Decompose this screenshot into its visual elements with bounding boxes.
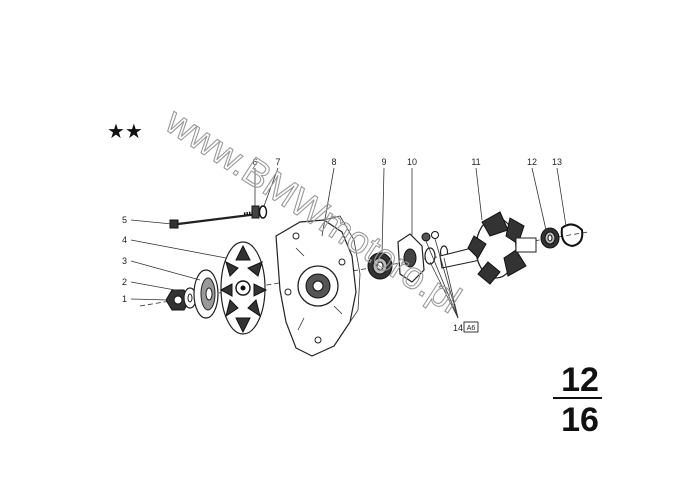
callout-4: 4 <box>122 235 127 245</box>
leader-lines <box>130 167 567 319</box>
part-11-rotor <box>439 211 537 285</box>
page-number-top: 12 <box>561 361 599 399</box>
callout-6: 6 <box>252 157 257 167</box>
callout-labels: 1 2 3 4 5 6 7 8 9 10 11 12 13 14 <box>122 157 562 333</box>
part-5-through-bolt <box>169 210 259 229</box>
part-4-fan <box>219 241 268 335</box>
part-2-washer <box>183 287 197 309</box>
callout-10: 10 <box>407 157 417 167</box>
callout-2: 2 <box>122 277 127 287</box>
callout-7: 7 <box>275 157 280 167</box>
page-number: 12 16 <box>553 361 602 439</box>
callout-11: 11 <box>471 157 480 167</box>
callout-9: 9 <box>381 157 386 167</box>
part-12-bearing <box>540 227 560 249</box>
callout-3: 3 <box>122 256 127 266</box>
part-7-spring-washer <box>258 205 268 219</box>
kit-tag-box <box>463 321 479 333</box>
part-13-retaining-ring <box>560 223 584 248</box>
part-10-retainer-plate <box>397 233 425 283</box>
part-8-housing <box>275 215 361 357</box>
callout-14: 14 <box>453 323 463 333</box>
callout-1: 1 <box>122 294 127 304</box>
callout-12: 12 <box>527 157 537 167</box>
two-star-marker: ★★ <box>107 119 143 143</box>
callout-8: 8 <box>331 157 336 167</box>
callout-5: 5 <box>122 215 127 225</box>
part-9-bearing <box>367 252 393 280</box>
callout-13: 13 <box>552 157 562 167</box>
page-number-bottom: 16 <box>561 401 599 439</box>
part-3-pulley <box>193 269 219 319</box>
part-6-nut <box>251 205 260 219</box>
kit-tag: A6 <box>467 325 476 332</box>
